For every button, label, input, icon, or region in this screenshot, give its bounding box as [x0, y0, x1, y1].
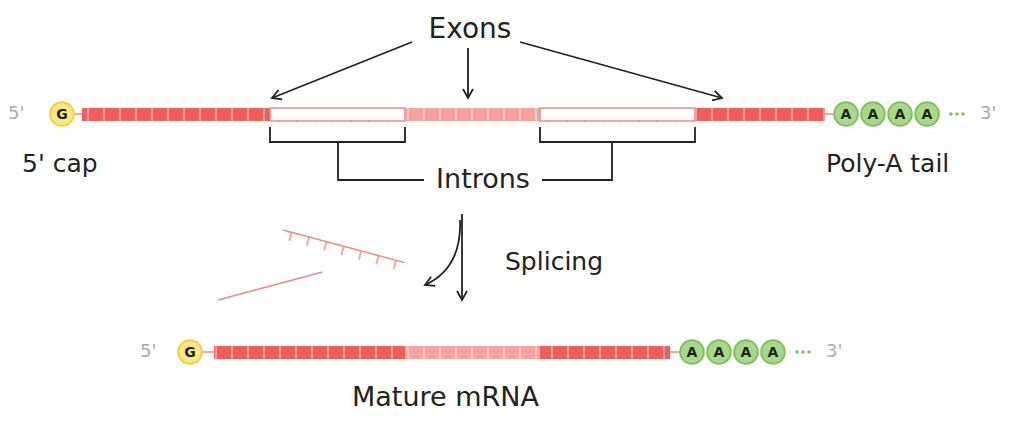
node-letter: A	[679, 339, 705, 365]
exon-pointer	[467, 48, 469, 98]
part-label: Poly-A tail	[826, 150, 949, 178]
intron-ticks	[270, 108, 405, 121]
cap-circle: G	[49, 101, 75, 127]
poly-a-circle: A	[679, 339, 705, 365]
exon-segment	[214, 346, 405, 359]
intron-ticks	[218, 272, 325, 310]
continuation-dot	[807, 350, 811, 354]
part-label: 5' cap	[22, 150, 98, 178]
group-label: Introns	[436, 164, 530, 194]
exon-ticks	[82, 108, 270, 121]
excised-intron	[280, 230, 404, 272]
exon-ticks	[405, 346, 540, 359]
process-label: Splicing	[505, 248, 603, 276]
node-letter: A	[833, 101, 859, 127]
exon-pointer	[520, 42, 722, 98]
intron-ticks	[540, 108, 695, 121]
exon-segment	[405, 108, 540, 121]
poly-a-circle: A	[833, 101, 859, 127]
continuation-dot	[949, 112, 953, 116]
intron-segment	[540, 108, 695, 121]
exon-segment	[82, 108, 270, 121]
end-label: 5'	[140, 341, 156, 361]
poly-a-circle: A	[860, 101, 886, 127]
end-label: 3'	[980, 103, 996, 123]
exon-ticks	[540, 346, 670, 359]
cap-circle: G	[177, 339, 203, 365]
node-letter: G	[49, 101, 75, 127]
poly-a-circle: A	[706, 339, 732, 365]
node-letter: A	[760, 339, 786, 365]
continuation-dot	[961, 112, 965, 116]
splicing-arrow	[461, 214, 463, 300]
continuation-dot	[955, 112, 959, 116]
continuation-dot	[801, 350, 805, 354]
continuation-dot	[795, 350, 799, 354]
excised-intron	[218, 272, 325, 310]
node-letter: A	[887, 101, 913, 127]
exon-segment	[695, 108, 825, 121]
exon-segment	[405, 346, 540, 359]
end-label: 5'	[8, 103, 24, 123]
poly-a-circle: A	[760, 339, 786, 365]
node-letter: A	[706, 339, 732, 365]
poly-a-circle: A	[914, 101, 940, 127]
exon-ticks	[405, 108, 540, 121]
exon-segment	[540, 346, 670, 359]
exon-pointer	[272, 42, 412, 98]
poly-a-circle: A	[887, 101, 913, 127]
intron-segment	[270, 108, 405, 121]
node-letter: A	[914, 101, 940, 127]
node-letter: A	[733, 339, 759, 365]
group-label: Exons	[429, 14, 512, 45]
intron-bracket	[338, 142, 424, 180]
intron-ticks	[280, 230, 404, 272]
exon-ticks	[214, 346, 405, 359]
node-letter: G	[177, 339, 203, 365]
title-label: Mature mRNA	[352, 382, 539, 412]
poly-a-circle: A	[733, 339, 759, 365]
intron-bracket	[540, 127, 695, 142]
end-label: 3'	[826, 341, 842, 361]
intron-bracket	[270, 127, 405, 142]
node-letter: A	[860, 101, 886, 127]
exon-ticks	[695, 108, 825, 121]
intron-bracket	[542, 142, 612, 180]
excision-arrow	[425, 220, 460, 285]
